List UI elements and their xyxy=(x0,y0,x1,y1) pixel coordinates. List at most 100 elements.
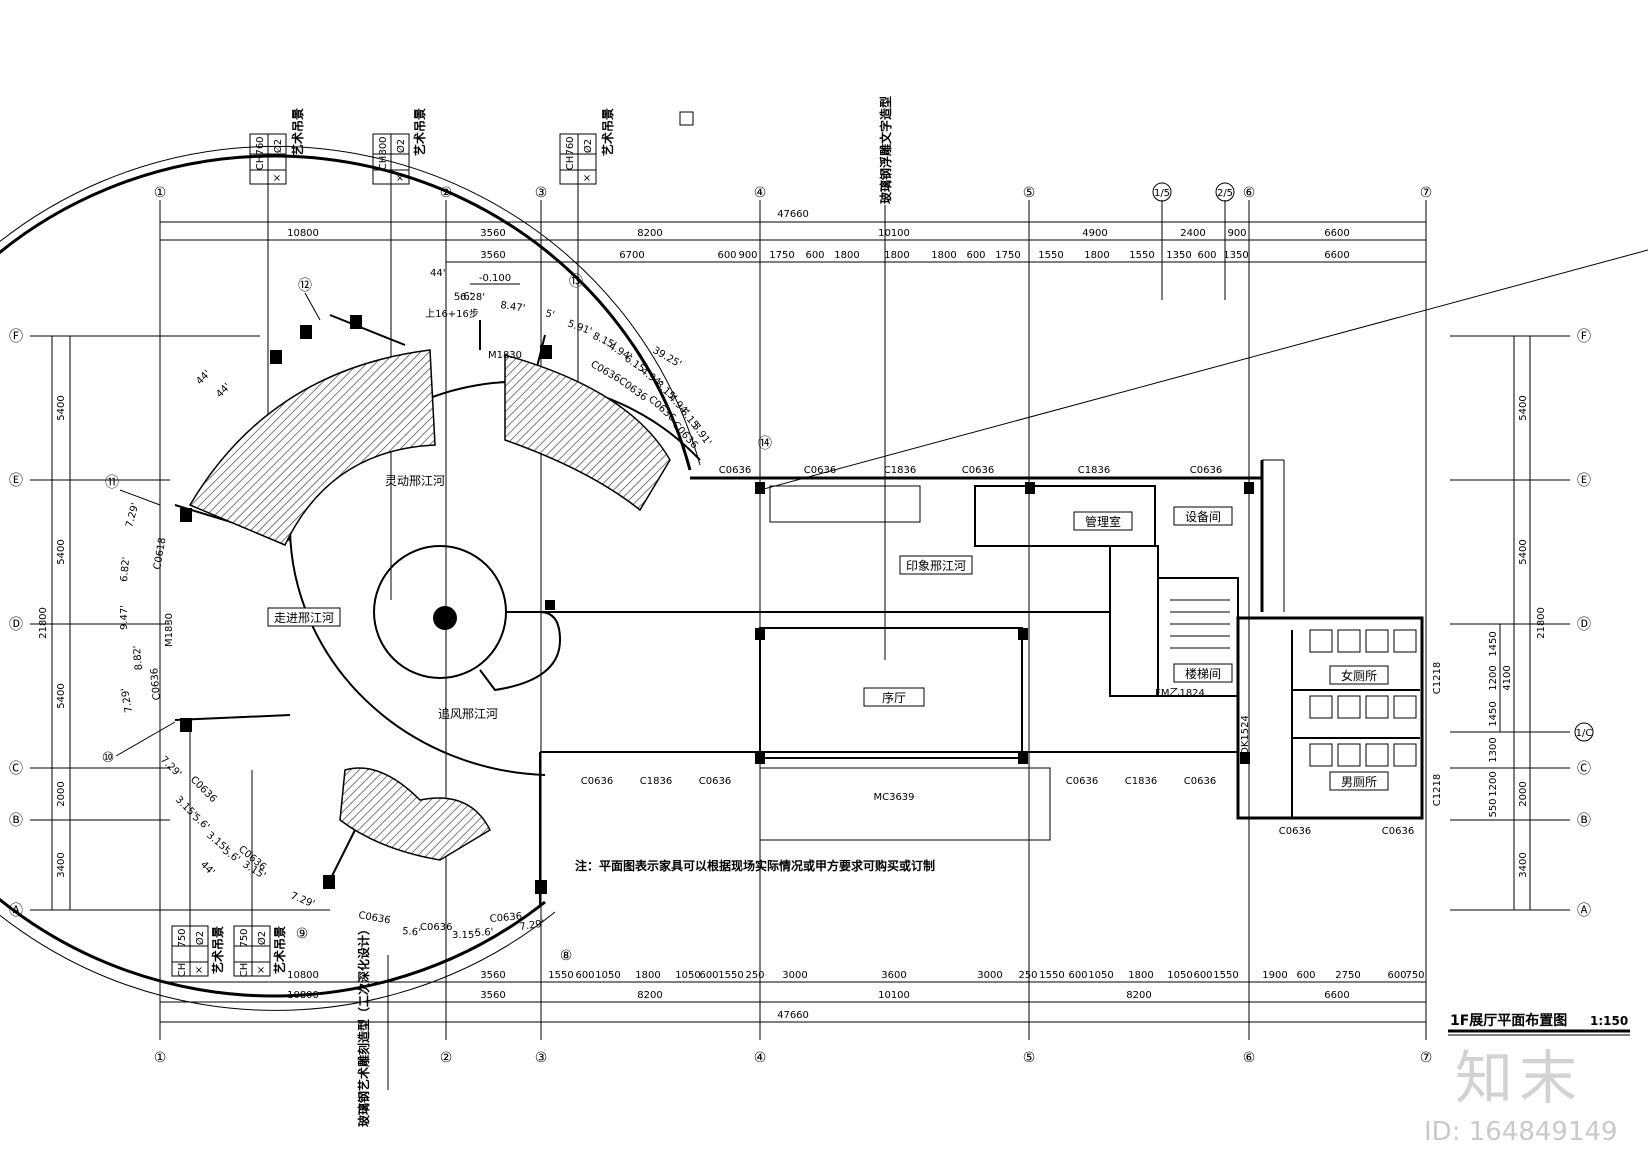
bot-dim-17: 1050 xyxy=(1088,970,1113,981)
svg-text:C0636: C0636 xyxy=(1066,776,1098,787)
right-dim-6: 1300 xyxy=(1488,737,1499,762)
svg-text:750: 750 xyxy=(177,928,188,947)
axis-left-f: Ⓕ xyxy=(9,329,23,345)
bot-dim-16: 600 xyxy=(1068,970,1087,981)
room-louti: 楼梯间 xyxy=(1185,666,1221,681)
round-hall xyxy=(0,145,701,1011)
top-dim-3: 8200 xyxy=(637,228,662,239)
top-total: 47660 xyxy=(777,209,809,220)
top-dim2-3: 600 xyxy=(717,250,736,261)
left-dim-3: 5400 xyxy=(56,683,67,708)
svg-text:C0636: C0636 xyxy=(962,465,994,476)
axis-bot-7: ⑦ xyxy=(1420,1050,1433,1066)
plan-title: 1F展厅平面布置图 xyxy=(1450,1012,1567,1029)
planting-bed-north xyxy=(188,349,436,546)
svg-text:艺术吊景: 艺术吊景 xyxy=(210,926,225,974)
top-dim2-12: 1550 xyxy=(1038,250,1063,261)
top-dim-2: 3560 xyxy=(480,228,505,239)
axis-right-a: Ⓐ xyxy=(1577,903,1591,919)
grid-lines xyxy=(30,200,1648,1040)
svg-text:C0636: C0636 xyxy=(719,465,751,476)
right-total-b: 4100 xyxy=(1502,665,1513,690)
bot-dim-20: 600 xyxy=(1193,970,1212,981)
bot-dim-21: 1550 xyxy=(1213,970,1238,981)
top-dim2-2: 6700 xyxy=(619,250,644,261)
detail-markers: ⑫ ⑬ ⑭ ⑪ ⑩ ⑨ ⑧ xyxy=(102,274,772,964)
room-guanli: 管理室 xyxy=(1085,514,1121,529)
axis-right-d: Ⓓ xyxy=(1577,617,1591,633)
window-c1218-b: C1218 xyxy=(1432,774,1443,806)
svg-text:Ø2: Ø2 xyxy=(194,931,206,945)
right-dim-5: 1450 xyxy=(1488,701,1499,726)
top-dim2-6: 600 xyxy=(805,250,824,261)
axis-left-e: Ⓔ xyxy=(9,473,23,489)
top-dim2-14: 1550 xyxy=(1129,250,1154,261)
top-dim2-7: 1800 xyxy=(834,250,859,261)
top-dim2-15: 1350 xyxy=(1166,250,1191,261)
bot-dim-23: 600 xyxy=(1296,970,1315,981)
svg-text:艺术吊景: 艺术吊景 xyxy=(600,108,615,156)
svg-text:CH: CH xyxy=(177,963,188,978)
bot-dim-14: 250 xyxy=(1018,970,1037,981)
svg-text:8.82': 8.82' xyxy=(132,645,145,671)
bot-dim-7: 1050 xyxy=(675,970,700,981)
svg-text:×: × xyxy=(583,173,591,184)
left-dim-4: 2000 xyxy=(56,781,67,806)
foyer-block xyxy=(759,627,1023,759)
marker-8: ⑧ xyxy=(560,948,573,964)
door-m1830-west: M1830 xyxy=(164,613,175,647)
axis-bot-4: ④ xyxy=(754,1050,767,1066)
svg-text:5.6': 5.6' xyxy=(402,926,422,939)
top-dim2-18: 6600 xyxy=(1324,250,1349,261)
svg-text:CH: CH xyxy=(255,156,266,171)
svg-text:9.47': 9.47' xyxy=(119,605,130,630)
top-dim2-10: 600 xyxy=(966,250,985,261)
marker-9: ⑨ xyxy=(296,926,309,942)
bot-dim-5: 1050 xyxy=(595,970,620,981)
axis-bot-5: ⑤ xyxy=(1023,1050,1036,1066)
bot-dim-13: 3000 xyxy=(977,970,1002,981)
central-sculpture xyxy=(433,606,457,630)
toilet-stalls xyxy=(1309,629,1417,767)
axis-top-4: ④ xyxy=(754,185,767,201)
elevation-label: -0.100 xyxy=(479,273,511,284)
bot-dim-9: 1550 xyxy=(718,970,743,981)
top-dim-7: 900 xyxy=(1227,228,1246,239)
left-dim-5: 3400 xyxy=(56,852,67,877)
door-m1830-north: M1830 xyxy=(488,350,522,361)
right-dim-7: 1200 xyxy=(1488,771,1499,796)
top-dim2-4: 900 xyxy=(738,250,757,261)
watermark-id: ID: 164849149 xyxy=(1424,1117,1618,1147)
axis-left-c: Ⓒ xyxy=(9,761,23,777)
room-labels: 灵动邢江河 走进邢江河 印象邢江河 追风邢江河 序厅 管理室 设备间 楼梯间 女… xyxy=(267,474,1389,791)
door-fm: FM乙1824 xyxy=(1155,687,1205,699)
svg-text:5.6': 5.6' xyxy=(454,291,473,303)
door-mc3639: MC3639 xyxy=(873,792,914,803)
svg-text:×: × xyxy=(396,173,404,184)
svg-text:Ø2: Ø2 xyxy=(256,931,268,945)
small-square-mark xyxy=(679,111,694,126)
bot-dim-25: 600 xyxy=(1387,970,1406,981)
svg-text:5.91': 5.91' xyxy=(566,318,593,337)
right-dim-2: 5400 xyxy=(1518,539,1529,564)
right-total-a: 21800 xyxy=(1536,607,1547,639)
svg-text:44': 44' xyxy=(198,859,217,878)
window-labels: C0636 C0636 C1836 C0636 C1836 C0636 C063… xyxy=(581,465,1414,837)
art-tag-4: 750 Ø2 CH × 艺术吊景 xyxy=(171,720,225,978)
svg-text:×: × xyxy=(195,965,203,976)
svg-text:C0636: C0636 xyxy=(1184,776,1216,787)
svg-text:39.25': 39.25' xyxy=(651,345,684,370)
svg-text:CH: CH xyxy=(239,963,250,978)
axis-top-2-5: 2/5 xyxy=(1217,188,1233,199)
svg-text:Ø2: Ø2 xyxy=(395,139,407,153)
svg-text:7.29': 7.29' xyxy=(120,687,135,714)
axis-bot-3: ③ xyxy=(535,1050,548,1066)
left-total: 21800 xyxy=(38,607,49,639)
bot-dim-4: 600 xyxy=(575,970,594,981)
note-fiberglass-relief: 玻璃钢浮雕文字造型 xyxy=(878,96,893,204)
left-dim-2: 5400 xyxy=(56,539,67,564)
right-dimensions: 5400 5400 1450 1200 1450 1300 1200 550 2… xyxy=(1488,329,1594,919)
art-tag-5: 750 Ø2 CH × 艺术吊景 xyxy=(233,770,287,978)
svg-text:C1836: C1836 xyxy=(1125,776,1157,787)
